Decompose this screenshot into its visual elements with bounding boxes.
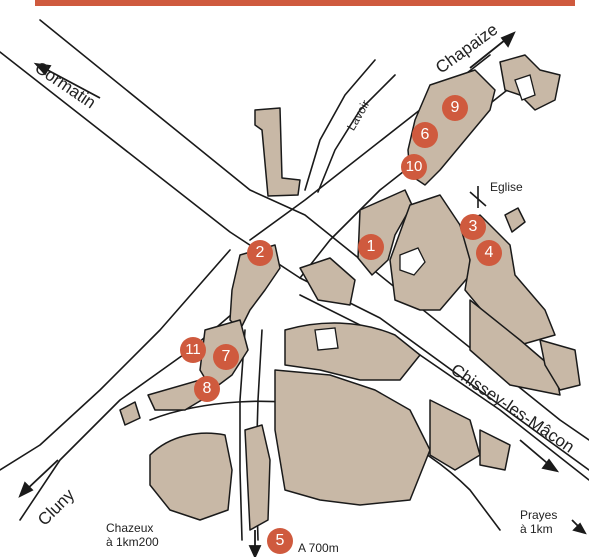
title-banner [35,0,575,6]
marker-3[interactable]: 3 [460,214,486,240]
arrow-icon [248,530,262,557]
label-prayes: Prayes [520,508,558,522]
label-eglise: Eglise [490,180,523,194]
marker-2[interactable]: 2 [247,240,273,266]
cross-icon [469,186,487,208]
arrow-icon [469,31,516,69]
courtyards [314,74,536,351]
label-distance-5: A 700m [298,541,339,555]
arrow-icon [33,62,101,99]
arrow-icon [18,459,59,498]
marker-7[interactable]: 7 [213,344,239,370]
marker-5[interactable]: 5 [267,528,293,554]
label-chazeux: Chazeux [106,521,154,535]
arrow-icon [571,519,587,535]
marker-9[interactable]: 9 [442,95,468,121]
marker-11[interactable]: 11 [180,337,206,363]
marker-4[interactable]: 4 [476,240,502,266]
marker-10[interactable]: 10 [401,154,427,180]
label-prayes-distance: à 1km [520,522,553,536]
marker-6[interactable]: 6 [412,122,438,148]
arrow-icon [519,439,560,473]
marker-1[interactable]: 1 [358,234,384,260]
direction-arrows [18,31,587,557]
marker-8[interactable]: 8 [194,376,220,402]
label-chazeux-distance: à 1km200 [106,535,159,549]
